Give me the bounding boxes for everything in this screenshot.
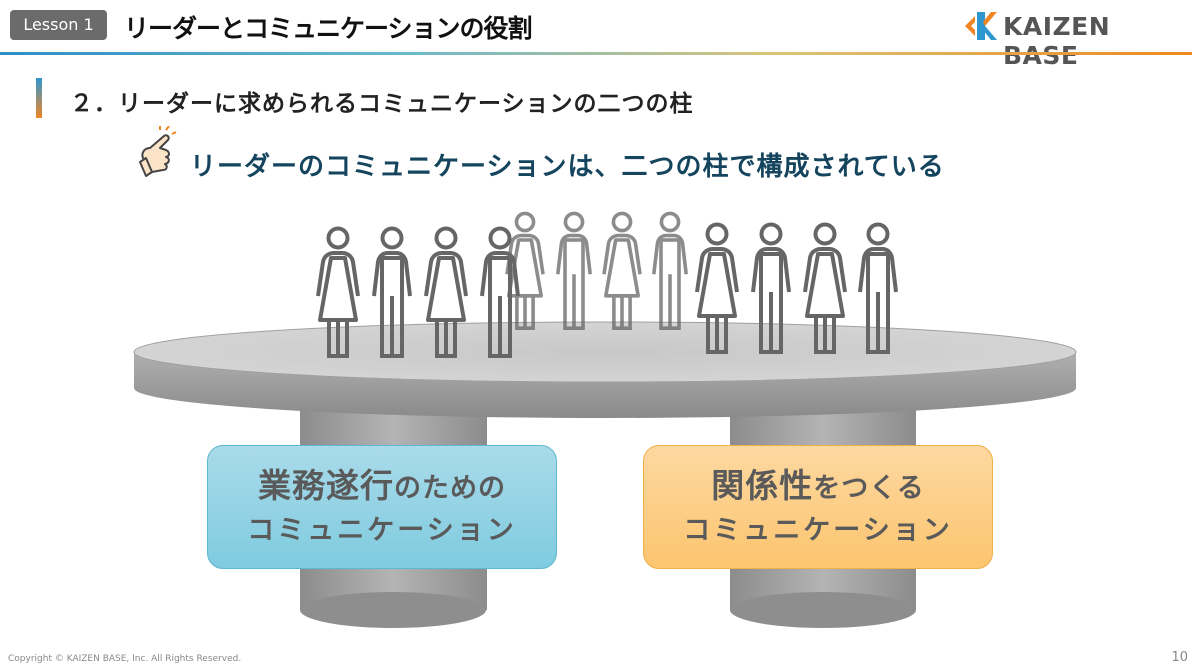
header: Lesson 1 リーダーとコミュニケーションの役割 KAIZEN BASE (0, 0, 1192, 70)
page-number: 10 (1171, 650, 1188, 665)
kaizen-logo-icon (965, 12, 997, 40)
pillar-line2-text: コミュニケーション (247, 514, 517, 546)
logo: KAIZEN BASE (963, 10, 1188, 70)
logo-text: KAIZEN BASE (1003, 12, 1111, 70)
section-title: ２．リーダーに求められるコミュニケーションの二つの柱 (70, 91, 694, 117)
copyright-footer: Copyright © KAIZEN BASE, Inc. All Rights… (8, 654, 242, 664)
pillar-suffix-text: をつくる (813, 472, 925, 504)
pillar-box-heading: 関係性をつくる (711, 464, 924, 511)
pillar-main-text: 関係性 (711, 465, 814, 505)
pillar-main-text: 業務遂行 (258, 465, 394, 505)
section-accent-bar (36, 78, 42, 118)
lesson-badge: Lesson 1 (10, 10, 107, 40)
pillar-suffix-text: のための (394, 472, 506, 504)
pillar-line2-text: コミュニケーション (683, 514, 953, 546)
pillar-box-heading: 業務遂行のための (258, 464, 506, 511)
pillar-box-task-execution: 業務遂行のための コミュニケーション (207, 445, 557, 569)
page-title: リーダーとコミュニケーションの役割 (124, 14, 533, 43)
pointing-hand-icon (139, 126, 177, 177)
subtitle: リーダーのコミュニケーションは、二つの柱で構成されている (190, 152, 945, 182)
header-divider (0, 52, 1192, 55)
pillar-box-relationship: 関係性をつくる コミュニケーション (643, 445, 993, 569)
